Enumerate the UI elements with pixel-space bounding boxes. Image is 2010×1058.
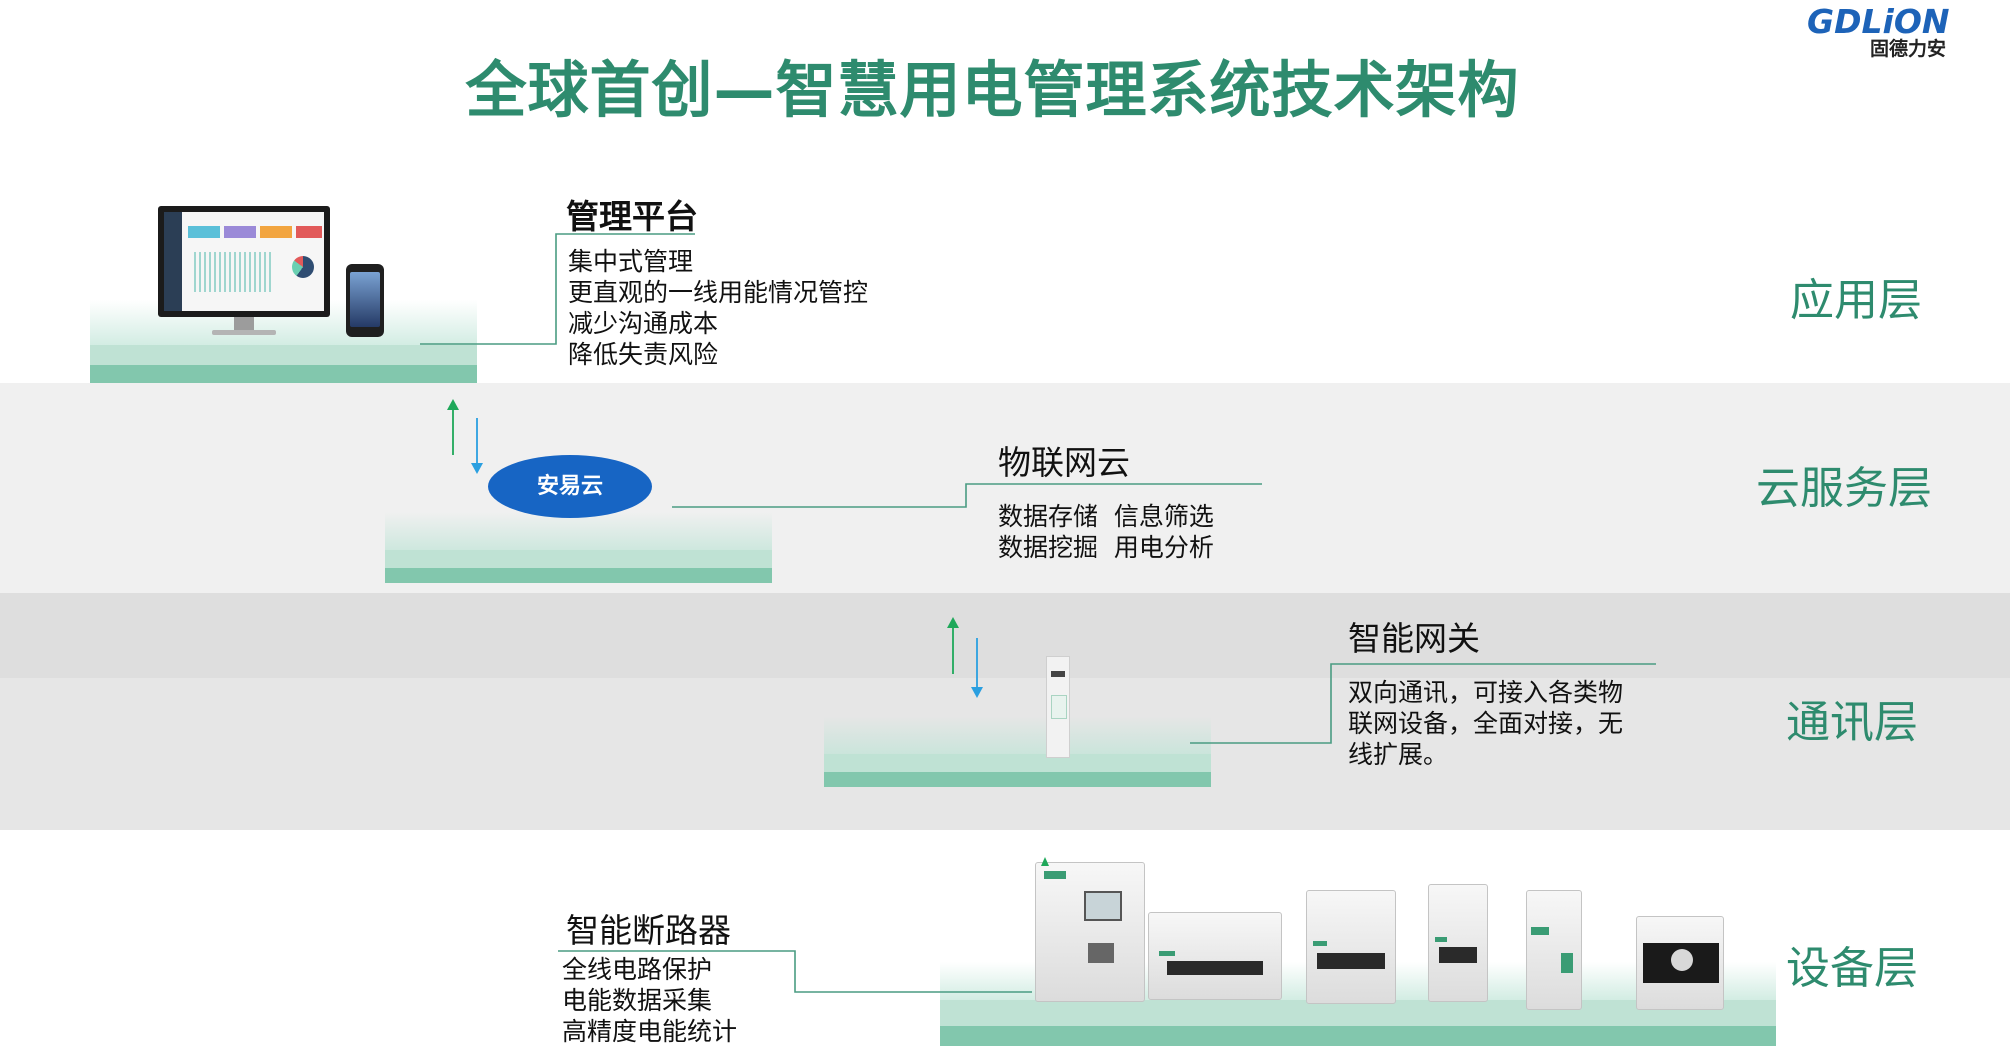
iot-cloud-desc: 数据存储 信息筛选 数据挖掘 用电分析 [998, 501, 1214, 563]
breaker-device-2 [1148, 912, 1282, 1000]
desc-line: 高精度电能统计 [562, 1017, 738, 1046]
communication-platform [824, 716, 1211, 788]
communication-layer-band-top [0, 593, 2010, 678]
desc-line: 降低失责风险 [568, 340, 719, 369]
cloud-layer-label: 云服务层 [1756, 463, 1932, 514]
breaker-device-5 [1526, 890, 1582, 1010]
smart-breaker-heading: 智能断路器 [566, 911, 731, 950]
desc-line: 线扩展。 [1348, 740, 1449, 769]
logo-subtitle: 固德力安 [1870, 38, 1947, 60]
monitor-base [212, 330, 276, 335]
desc-line: 集中式管理 [568, 247, 694, 276]
company-logo: GDLiON 固德力安 [1795, 2, 1985, 60]
smart-breaker-desc: 全线电路保护 电能数据采集 高精度电能统计 [562, 954, 737, 1047]
gateway-device-image [1046, 656, 1070, 758]
desc-line: 减少沟通成本 [568, 309, 719, 338]
desc-line: 全线电路保护 [562, 955, 713, 984]
phone-image [346, 264, 384, 337]
management-platform-heading: 管理平台 [566, 197, 698, 236]
cloud-platform [385, 512, 772, 584]
logo-brand: GDLiON [1807, 2, 1950, 41]
cloud-badge: 安易云 [488, 455, 652, 518]
application-layer-label: 应用层 [1790, 275, 1922, 326]
management-platform-desc: 集中式管理 更直观的一线用能情况管控 减少沟通成本 降低失责风险 [568, 246, 868, 370]
desc-line: 数据挖掘 用电分析 [998, 533, 1214, 562]
meter-device [1636, 916, 1724, 1010]
device-layer-label: 设备层 [1786, 943, 1918, 994]
iot-cloud-heading: 物联网云 [998, 443, 1130, 482]
breaker-device-1 [1035, 862, 1145, 1002]
smart-gateway-desc: 双向通讯，可接入各类物 联网设备，全面对接，无 线扩展。 [1348, 677, 1623, 770]
desc-line: 双向通讯，可接入各类物 [1348, 678, 1624, 707]
breaker-device-3 [1306, 890, 1396, 1004]
desc-line: 更直观的一线用能情况管控 [568, 278, 869, 307]
communication-layer-label: 通讯层 [1786, 697, 1918, 748]
monitor-stand [234, 317, 254, 331]
page-title: 全球首创—智慧用电管理系统技术架构 [465, 55, 1520, 126]
desc-line: 数据存储 信息筛选 [998, 502, 1214, 531]
smart-gateway-heading: 智能网关 [1348, 619, 1480, 658]
breaker-device-4 [1428, 884, 1488, 1002]
desc-line: 电能数据采集 [562, 986, 713, 1015]
monitor-image [158, 206, 330, 317]
desc-line: 联网设备，全面对接，无 [1348, 709, 1624, 738]
